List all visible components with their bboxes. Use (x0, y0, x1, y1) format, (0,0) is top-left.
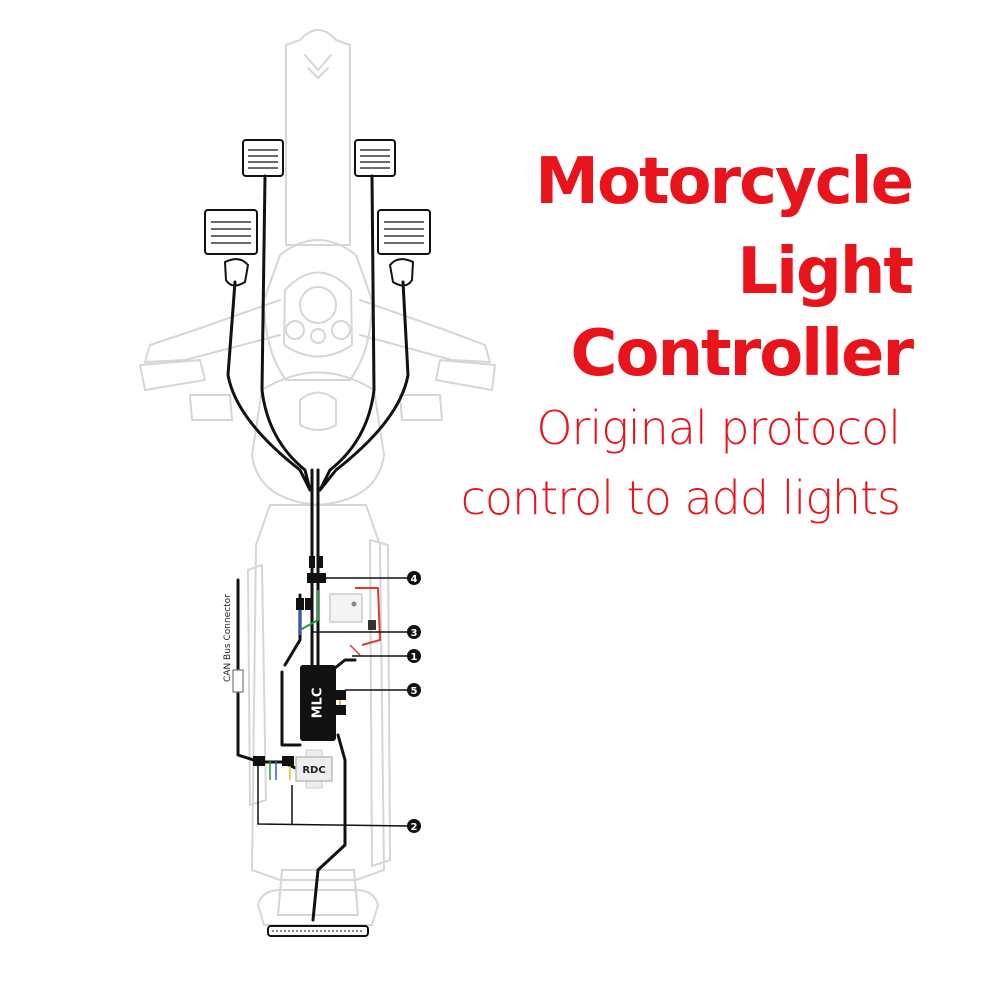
side-cover-left (247, 564, 267, 806)
wire-lamp-left (226, 280, 312, 492)
turn-signal-left (223, 258, 250, 287)
aux-lamp-right (377, 209, 431, 255)
title-line-3: Controller (570, 317, 914, 391)
mlc-label: MLC (311, 688, 326, 719)
callout-leaders (257, 577, 409, 827)
dash-panel (283, 271, 353, 358)
fairing (263, 239, 373, 381)
grip-left (139, 359, 206, 391)
subtitle-line-1: Original protocol (536, 401, 901, 455)
wire-green (299, 590, 319, 631)
aux-lamp-top-right (354, 139, 396, 177)
tank (251, 371, 385, 506)
wire-red-2 (349, 644, 361, 656)
callout-3: 3 (407, 625, 421, 639)
svg-text:4: 4 (411, 574, 418, 585)
svg-text:2: 2 (411, 822, 418, 833)
rear-light-housing (257, 889, 379, 926)
rdc-module: RDC (295, 749, 333, 789)
wire-lamp-top-left (260, 174, 312, 492)
harness-wires (226, 174, 410, 922)
svg-text:3: 3 (411, 628, 418, 639)
rdc-label: RDC (302, 765, 325, 776)
connectors (253, 556, 346, 766)
speedometer-icon (299, 286, 337, 324)
svg-text:5: 5 (411, 686, 418, 697)
wire-lamp-top-right (318, 174, 376, 492)
rear-section (277, 869, 359, 916)
callout-5: 5 (407, 683, 421, 697)
aux-lamp-left (204, 209, 258, 255)
gauge-center-icon (310, 328, 326, 344)
svg-text:1: 1 (411, 652, 418, 663)
wire-bottom (311, 733, 347, 922)
mlc-module: MLC (300, 665, 336, 741)
title-line-2: Light (737, 235, 914, 309)
gauge-right-icon (331, 320, 351, 340)
wire-can-run (236, 578, 284, 764)
gauge-left-icon (285, 320, 305, 340)
fender-mark (304, 54, 332, 79)
wire-loop-mlc (280, 670, 302, 747)
wire-lamp-right (318, 280, 410, 492)
aux-lamp-top-left (242, 139, 284, 177)
mirror-right (399, 394, 443, 421)
handlebar-left (144, 299, 281, 363)
front-fender (285, 29, 351, 246)
mirror-left (189, 394, 233, 421)
subtitle-line-2: control to add lights (460, 471, 901, 525)
motorcycle-outline (139, 29, 496, 926)
rear-light-bar (267, 925, 369, 937)
callout-4: 4 (407, 571, 421, 585)
frame-body (251, 504, 385, 881)
side-cover-right (369, 539, 391, 867)
leader-2 (257, 760, 409, 827)
grip-right (435, 359, 496, 391)
callout-1: 1 (407, 649, 421, 663)
title-line-1: Motorcycle (535, 145, 914, 219)
wire-red (355, 587, 382, 646)
tank-cap (299, 391, 337, 431)
handlebar-right (359, 299, 491, 363)
turn-signal-right (388, 258, 415, 287)
can-bus-connector: CAN Bus Connector (223, 594, 244, 693)
turn-signals (223, 258, 415, 287)
can-bus-label: CAN Bus Connector (223, 594, 233, 682)
callout-2: 2 (407, 819, 421, 833)
relay-box (329, 593, 376, 630)
